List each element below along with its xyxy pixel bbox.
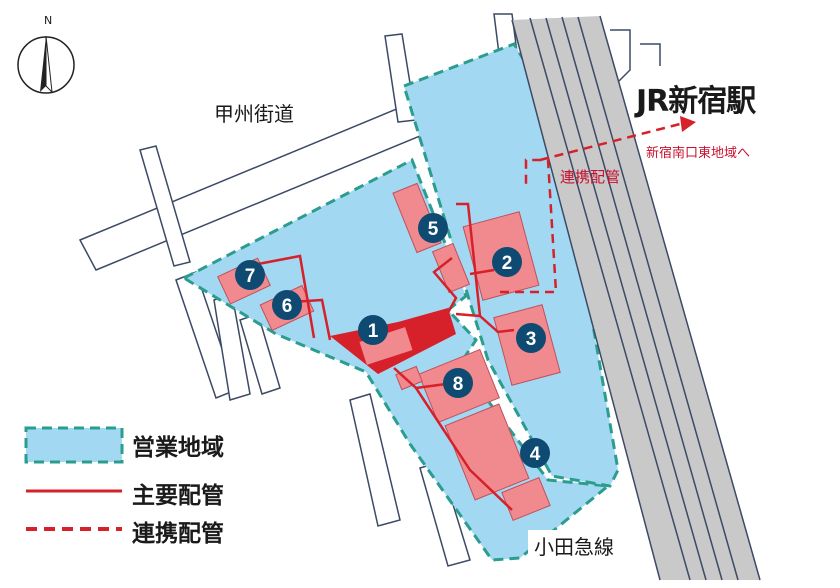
link-pipe-arrow-line bbox=[539, 122, 681, 162]
link-pipe-area bbox=[500, 158, 558, 294]
marker-4-number: 4 bbox=[530, 444, 541, 465]
pipe-to-6 bbox=[291, 298, 332, 341]
marker-6: 6 bbox=[272, 290, 302, 320]
pipe-to-7 bbox=[257, 254, 316, 339]
pipe-to-8 bbox=[415, 382, 447, 390]
pipe-trunk-north bbox=[455, 202, 482, 318]
marker-3: 3 bbox=[516, 323, 546, 353]
pipe-to-5 bbox=[432, 257, 458, 321]
building-4-footprint bbox=[444, 403, 530, 501]
legend-swatches bbox=[24, 426, 124, 531]
legend-service-area-label: 営業地域 bbox=[132, 435, 224, 461]
link-destination-label: 新宿南口東地域へ bbox=[646, 146, 751, 161]
marker-2-number: 2 bbox=[502, 253, 513, 274]
marker-6-number: 6 bbox=[282, 296, 293, 317]
street-south-west bbox=[349, 393, 401, 527]
station-street-a bbox=[609, 29, 631, 91]
marker-2: 2 bbox=[492, 247, 522, 277]
link-area-label: 連携配管 bbox=[560, 168, 621, 186]
railway-label: 小田急線 bbox=[528, 530, 620, 561]
compass-letter: N bbox=[44, 14, 53, 27]
main-pipes bbox=[257, 202, 515, 511]
building-markers: 1 2 3 4 5 6 7 8 bbox=[235, 213, 550, 468]
marker-7: 7 bbox=[235, 260, 265, 290]
link-pipe bbox=[500, 116, 696, 294]
marker-4: 4 bbox=[520, 438, 550, 468]
station-label: JR新宿駅 bbox=[636, 84, 756, 119]
marker-1: 1 bbox=[358, 315, 388, 345]
north-arrow-icon bbox=[17, 35, 75, 94]
marker-5-number: 5 bbox=[428, 219, 439, 240]
building-5b-footprint bbox=[431, 242, 471, 294]
arrow-head-icon bbox=[680, 116, 696, 132]
marker-3-number: 3 bbox=[526, 329, 537, 350]
jr-railway bbox=[511, 15, 761, 581]
building-footprints bbox=[217, 182, 561, 522]
street-north-west bbox=[139, 145, 191, 267]
road-label: 甲州街道 bbox=[214, 102, 294, 126]
pipe-to-4 bbox=[393, 367, 513, 511]
marker-8: 8 bbox=[443, 368, 473, 398]
energy-plant bbox=[330, 308, 456, 374]
marker-8-number: 8 bbox=[453, 374, 464, 395]
marker-5: 5 bbox=[418, 213, 448, 243]
station-street-b bbox=[640, 43, 661, 66]
pipe-to-2 bbox=[469, 268, 495, 276]
legend-service-area-swatch bbox=[24, 426, 124, 464]
marker-7-number: 7 bbox=[245, 266, 256, 287]
legend-main-pipe-label: 主要配管 bbox=[132, 483, 224, 509]
marker-1-number: 1 bbox=[368, 321, 379, 342]
legend-link-pipe-label: 連携配管 bbox=[132, 521, 224, 547]
pipe-to-3 bbox=[479, 315, 515, 334]
